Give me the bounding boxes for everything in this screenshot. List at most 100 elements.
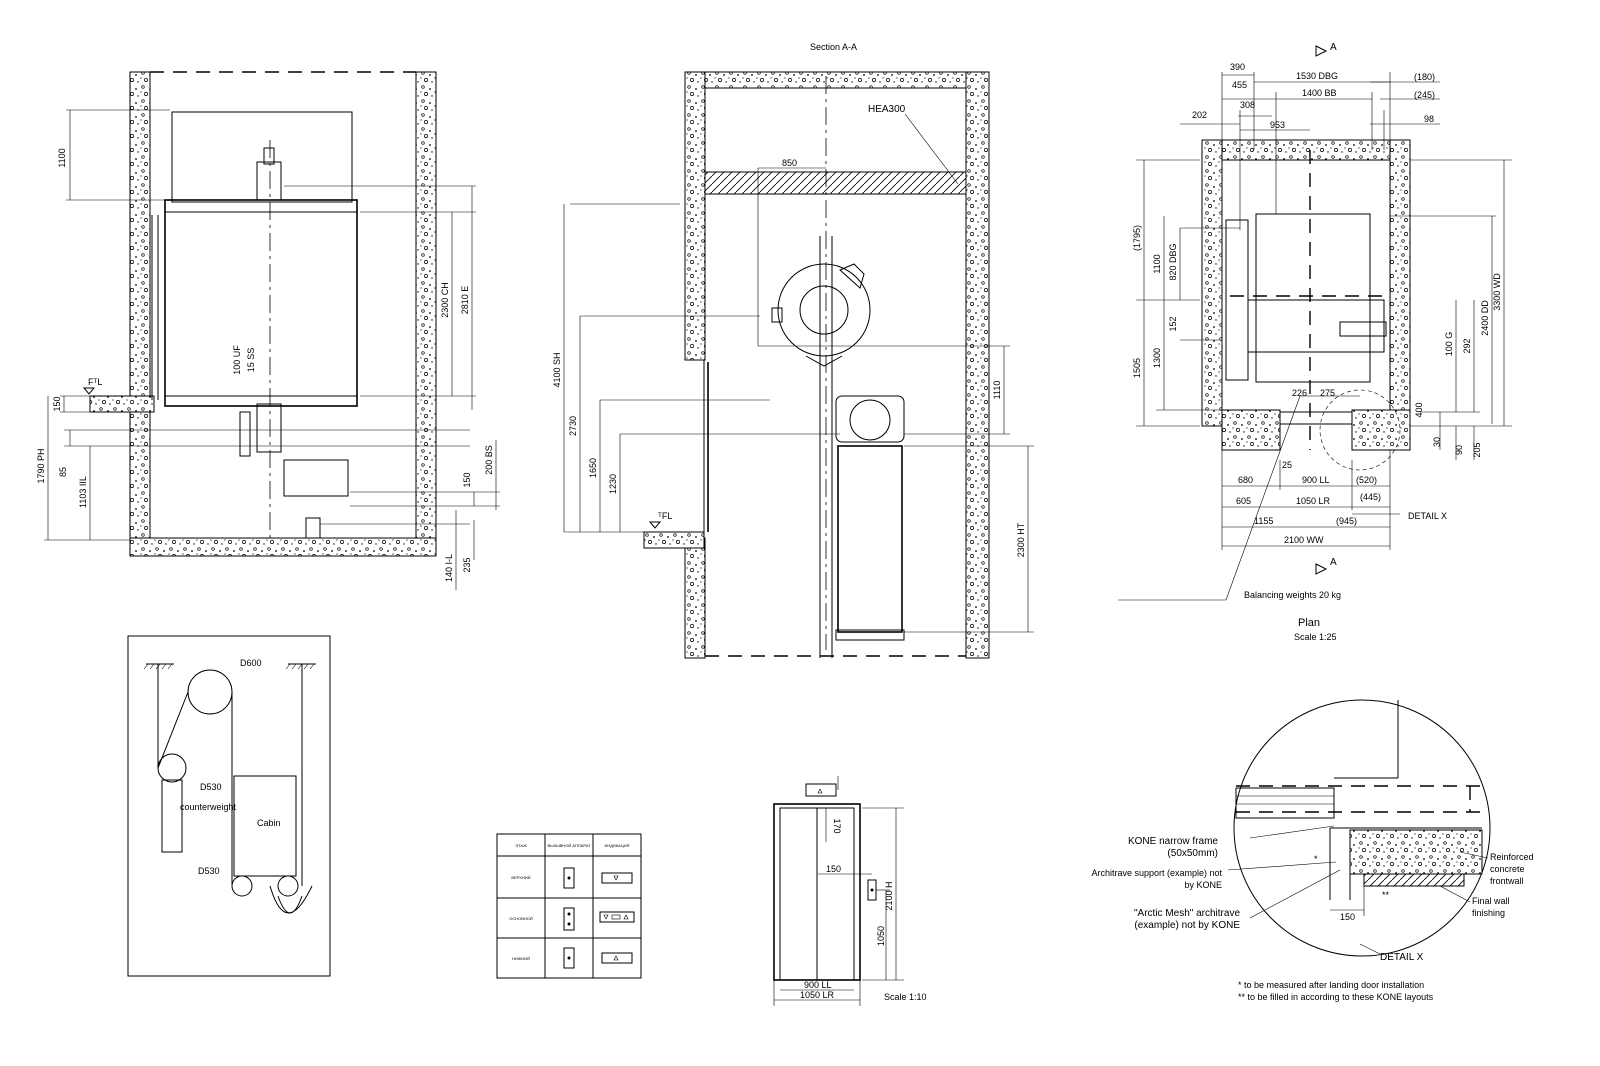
drive-sheave xyxy=(187,669,233,715)
support-line1: Architrave support (example) not xyxy=(1091,868,1222,878)
row-bottom: НИЖНИЙ xyxy=(512,956,530,961)
dim-292: 292 xyxy=(1462,338,1472,353)
detail-title: DETAIL X xyxy=(1380,952,1424,963)
mesh-line2: (example) not by KONE xyxy=(1134,920,1240,931)
cabin xyxy=(164,199,358,407)
dim-1110: 1110 xyxy=(992,381,1002,400)
dim-ss: 15 SS xyxy=(246,348,256,373)
dim-605: 605 xyxy=(1236,496,1251,506)
door-scale: Scale 1:10 xyxy=(884,992,927,1002)
dim-308: 308 xyxy=(1240,100,1255,110)
dim-ph: 1790 PH xyxy=(36,448,46,483)
dim-dd: 2400 DD xyxy=(1480,300,1490,336)
dim-680: 680 xyxy=(1238,475,1253,485)
dim-e: 2810 E xyxy=(460,286,470,315)
dim-180: (180) xyxy=(1414,72,1435,82)
dim-1155: 1155 xyxy=(1254,516,1273,526)
frame-size: (50x50mm) xyxy=(1167,848,1218,859)
dim-ww: 2100 WW xyxy=(1284,535,1324,545)
dim-150b: 150 xyxy=(462,472,472,487)
dim-1795: (1795) xyxy=(1132,225,1142,251)
section-a-a: Section A-A HEA300 xyxy=(552,42,1034,659)
dim-25: 25 xyxy=(1282,460,1292,470)
buffer-frame xyxy=(283,459,349,497)
dim-1100: 1100 xyxy=(57,148,67,167)
dim-455: 455 xyxy=(1232,80,1247,90)
dim-ht: 2300 HT xyxy=(1016,522,1026,557)
dim-98: 98 xyxy=(1424,114,1434,124)
counterweight-block xyxy=(161,779,183,853)
detail-x-ref: DETAIL X xyxy=(1408,511,1447,521)
reinf-line2: concrete xyxy=(1490,864,1525,874)
d530b-label: D530 xyxy=(198,866,220,876)
detail-dim-150: 150 xyxy=(1340,912,1355,922)
dim-275: 275 xyxy=(1320,388,1335,398)
dim-445: (445) xyxy=(1360,492,1381,502)
section-mark-top: A xyxy=(1330,42,1337,53)
counterweight-frame xyxy=(837,445,903,633)
balancing-weights: Balancing weights 20 kg xyxy=(1244,590,1341,600)
detail-circle xyxy=(1233,699,1491,957)
dim-152: 152 xyxy=(1168,316,1178,331)
plan-car xyxy=(1255,213,1371,383)
beam-label: HEA300 xyxy=(868,104,906,115)
roping-frame xyxy=(127,635,331,977)
dim-bs: 200 BS xyxy=(484,445,494,475)
dim-245: (245) xyxy=(1414,90,1435,100)
plan-scale: Scale 1:25 xyxy=(1294,632,1337,642)
d530a-label: D530 xyxy=(200,782,222,792)
dim-g: 100 G xyxy=(1444,332,1454,357)
door-dim-170: 170 xyxy=(832,818,842,833)
row-top: ВЕРХНИЙ xyxy=(511,875,530,880)
dim-820-dbg: 820 DBG xyxy=(1168,243,1178,280)
plan-view: A A xyxy=(1118,42,1512,642)
dim-1100: 1100 xyxy=(1152,254,1162,273)
row-main: ОСНОВНОЙ xyxy=(509,916,533,921)
dim-ch: 2300 CH xyxy=(440,282,450,318)
hitch xyxy=(256,161,282,201)
dim-953: 953 xyxy=(1270,120,1285,130)
reinf-line3: frontwall xyxy=(1490,876,1524,886)
door-dim-150: 150 xyxy=(826,864,841,874)
dim-1230: 1230 xyxy=(608,474,618,494)
plan-title: Plan xyxy=(1298,617,1320,629)
floor-mark: FᵀL xyxy=(88,377,102,387)
dim-uf: 100 UF xyxy=(232,345,242,375)
dim-bb: 1400 BB xyxy=(1302,88,1337,98)
note-2: ** to be filled in according to these KO… xyxy=(1238,992,1434,1002)
dim-202: 202 xyxy=(1192,110,1207,120)
door-dim-h: 2100 H xyxy=(884,881,894,910)
dim-2730: 2730 xyxy=(568,416,578,436)
dim-520: (520) xyxy=(1356,475,1377,485)
th-call: ВЫЗЫВНОЙ АППАРАТ xyxy=(547,843,591,848)
left-wall xyxy=(129,71,151,557)
mesh-line1: "Arctic Mesh" architrave xyxy=(1134,908,1240,919)
right-wall xyxy=(415,71,437,557)
door-elevation: 170 150 2100 H 1050 900 LL 1050 LR Scale… xyxy=(773,776,927,1006)
dim-lr: 1050 LR xyxy=(1296,496,1331,506)
detail-x: KONE narrow frame (50x50mm) Architrave s… xyxy=(1091,699,1534,1002)
roping-diagram: D600 D530 counterweight Cabin D530 xyxy=(127,635,331,977)
button-table: ЭТАЖ ВЫЗЫВНОЙ АППАРАТ ИНДИКАЦИЯ ВЕРХНИЙ … xyxy=(496,833,642,979)
dim-sh: 4100 SH xyxy=(552,352,562,387)
dim-1505: 1505 xyxy=(1132,358,1142,378)
landing-slab xyxy=(89,395,155,413)
dim-90: 90 xyxy=(1454,445,1464,455)
dim-205: 205 xyxy=(1472,442,1482,457)
section-floor-mark: ᵀFL xyxy=(658,511,672,521)
dim-235: 235 xyxy=(462,557,472,572)
door-dim-lr: 1050 LR xyxy=(800,990,835,1000)
hea300-beam xyxy=(704,171,967,195)
dim-30: 30 xyxy=(1432,437,1442,447)
d600-label: D600 xyxy=(240,658,262,668)
section-mark-bottom: A xyxy=(1330,557,1337,568)
section-title: Section A-A xyxy=(810,42,857,52)
dim-226: 226 xyxy=(1292,388,1307,398)
door-dim-1050: 1050 xyxy=(876,926,886,946)
traction-sheave xyxy=(777,263,871,357)
pit-floor xyxy=(129,537,437,557)
final-line2: finishing xyxy=(1472,908,1505,918)
reinf-line1: Reinforced xyxy=(1490,852,1534,862)
cabin-block xyxy=(233,775,297,877)
